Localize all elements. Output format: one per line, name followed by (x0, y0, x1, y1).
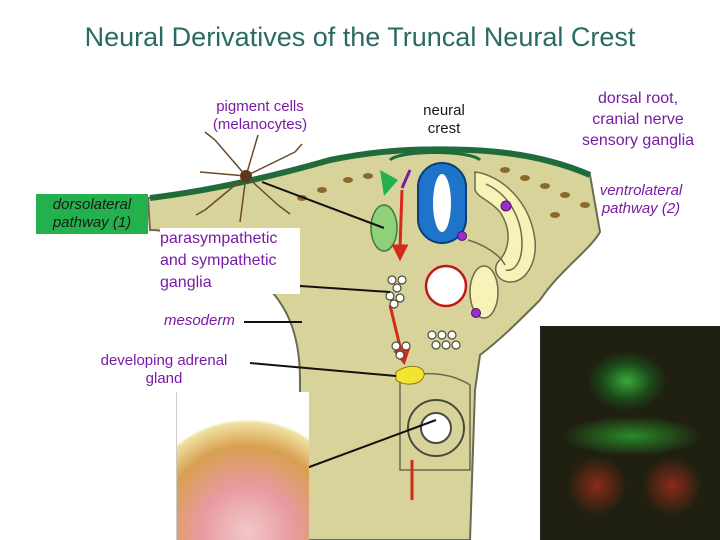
melanocyte-icon (195, 131, 303, 223)
parasympathetic-word: parasympathetic (160, 230, 278, 247)
sympathetic-word: sympathetic (191, 252, 277, 269)
dorsal-root-label: dorsal root, cranial nerve sensory gangl… (581, 90, 695, 149)
ectoderm (149, 146, 592, 201)
sympathetic-ganglia-label: parasympathetic and sympathetic ganglia (160, 228, 300, 294)
pigment-cells-label: pigment cells (melanocytes) (212, 98, 308, 133)
dorsolateral-arrow (380, 170, 398, 196)
pigment-dots (297, 167, 590, 218)
neural-crest-label: neural crest (423, 102, 465, 137)
ganglia-word: ganglia (160, 274, 212, 291)
fluorescence-micrograph (540, 326, 720, 540)
somite-right (474, 171, 536, 283)
ganglia-clusters (385, 275, 461, 360)
notochord (424, 264, 468, 308)
page-title: Neural Derivatives of the Truncal Neural… (84, 22, 636, 52)
adrenal-gland-illustration (176, 392, 309, 540)
dorsolateral-pathway-label: dorsolateral pathway (1) (36, 194, 148, 234)
ventrolateral-pathway-label: ventrolateral pathway (2) (599, 182, 683, 217)
and-word: and (160, 252, 187, 269)
mesoderm-label: mesoderm (164, 312, 235, 329)
adrenal-primordium (395, 365, 425, 385)
adrenal-label: developing adrenal gland (100, 352, 228, 387)
